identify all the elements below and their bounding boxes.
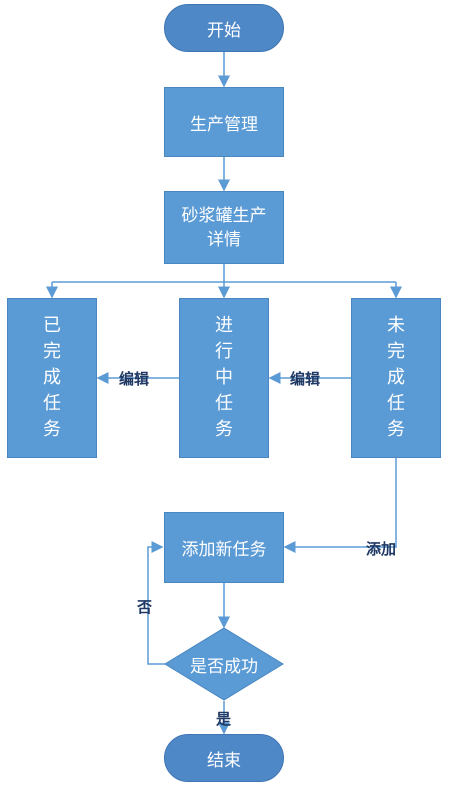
end-label: 结束 xyxy=(207,750,241,771)
not-completed-char: 完 xyxy=(387,341,405,362)
add-label: 添加 xyxy=(366,540,397,558)
start-label: 开始 xyxy=(207,20,241,41)
in-progress-char: 行 xyxy=(215,341,233,362)
add-new-task-label: 添加新任务 xyxy=(181,540,267,560)
completed-char: 成 xyxy=(43,367,61,388)
yes-label: 是 xyxy=(216,710,232,728)
completed-char: 完 xyxy=(43,341,61,362)
not-completed-char: 成 xyxy=(387,367,405,388)
completed-char: 任 xyxy=(43,393,61,414)
mortar-tank-detail-node: 砂浆罐生产 详情 xyxy=(164,191,284,264)
decision-label-box: 是否成功 xyxy=(165,650,283,678)
add-new-task-node: 添加新任务 xyxy=(164,512,284,583)
in-progress-char: 任 xyxy=(215,393,233,414)
completed-tasks-node: 已 完 成 任 务 xyxy=(7,298,97,458)
detail-label-line2: 详情 xyxy=(207,229,241,250)
no-label: 否 xyxy=(137,598,153,616)
in-progress-tasks-node: 进 行 中 任 务 xyxy=(179,298,269,458)
completed-char: 务 xyxy=(43,419,61,440)
not-completed-char: 未 xyxy=(387,315,405,336)
in-progress-char: 中 xyxy=(215,367,233,388)
in-progress-char: 务 xyxy=(215,419,233,440)
end-node: 结束 xyxy=(164,734,284,782)
arrow-no-loop xyxy=(147,541,165,665)
detail-label-line1: 砂浆罐生产 xyxy=(181,205,267,226)
decision-diamond xyxy=(164,627,284,701)
arrow-add xyxy=(283,458,397,553)
completed-char: 已 xyxy=(43,315,61,336)
start-node: 开始 xyxy=(164,4,284,52)
not-completed-char: 任 xyxy=(387,393,405,414)
decision-label: 是否成功 xyxy=(190,656,258,677)
production-management-label: 生产管理 xyxy=(190,114,258,135)
edit-label-left: 编辑 xyxy=(119,370,150,388)
in-progress-char: 进 xyxy=(215,315,233,336)
production-management-node: 生产管理 xyxy=(164,87,284,157)
not-completed-char: 务 xyxy=(387,419,405,440)
not-completed-tasks-node: 未 完 成 任 务 xyxy=(351,298,441,458)
edit-label-right: 编辑 xyxy=(290,370,321,388)
